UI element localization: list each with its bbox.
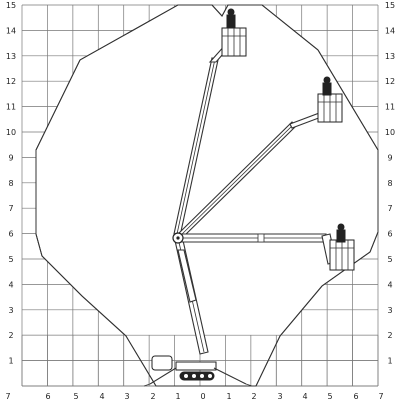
axis-label: 2 <box>251 392 256 401</box>
axis-label: 12 <box>385 77 395 86</box>
axis-label: 6 <box>353 392 358 401</box>
axis-label: 3 <box>387 306 392 315</box>
axis-label: 1 <box>8 357 13 366</box>
axis-label: 7 <box>378 392 383 401</box>
aerial-platform-basket <box>329 223 355 271</box>
working-envelope <box>35 4 379 387</box>
axis-label: 5 <box>387 255 392 264</box>
axis-label: 3 <box>124 392 129 401</box>
axis-label: 4 <box>8 280 13 289</box>
axis-label: 10 <box>385 128 395 137</box>
axis-label: 10 <box>6 128 16 137</box>
axis-label: 5 <box>8 255 13 264</box>
operator-icon <box>336 223 346 243</box>
axis-label: 7 <box>8 204 13 213</box>
left-axis-labels: 15 14 13 12 11 10 9 8 7 6 5 4 3 2 1 <box>6 1 16 366</box>
axis-label: 14 <box>385 26 395 35</box>
axis-label: 2 <box>150 392 155 401</box>
tracked-chassis <box>143 355 253 387</box>
axis-label: 2 <box>387 331 392 340</box>
axis-label: 15 <box>6 1 16 10</box>
axis-label: 12 <box>6 77 16 86</box>
operator-icon <box>226 8 236 29</box>
axis-label: 15 <box>385 1 395 10</box>
axis-label: 13 <box>6 52 16 61</box>
axis-label: 3 <box>277 392 282 401</box>
axis-label: 4 <box>387 280 392 289</box>
axis-label: 9 <box>387 153 392 162</box>
axis-label: 7 <box>387 204 392 213</box>
axis-label: 6 <box>8 230 13 239</box>
axis-label: 5 <box>73 392 78 401</box>
axis-label: 8 <box>8 179 13 188</box>
axis-label: 4 <box>302 392 307 401</box>
axis-label: 11 <box>385 103 395 112</box>
axis-label: 1 <box>387 357 392 366</box>
aerial-platform-basket <box>317 76 343 123</box>
axis-label: 7 <box>5 392 10 401</box>
operator-icon <box>322 76 332 96</box>
axis-label: 1 <box>226 392 231 401</box>
axis-label: 6 <box>387 230 392 239</box>
axis-label: 5 <box>327 392 332 401</box>
axis-label: 8 <box>387 179 392 188</box>
axis-label: 1 <box>175 392 180 401</box>
axis-label: 3 <box>8 306 13 315</box>
working-envelope-outline <box>35 4 379 387</box>
axis-label: 11 <box>6 103 16 112</box>
axis-label: 9 <box>8 153 13 162</box>
axis-label: 13 <box>385 52 395 61</box>
bottom-axis-labels: 7 6 5 4 3 2 1 0 1 2 3 4 5 6 7 <box>5 392 383 401</box>
axis-label: 14 <box>6 26 16 35</box>
axis-label: 2 <box>8 331 13 340</box>
aerial-platform-basket <box>221 8 247 57</box>
axis-label: 0 <box>200 392 205 401</box>
right-axis-labels: 15 14 13 12 11 10 9 8 7 6 5 4 3 2 1 <box>385 1 395 366</box>
axis-label: 6 <box>45 392 50 401</box>
axis-label: 4 <box>99 392 104 401</box>
